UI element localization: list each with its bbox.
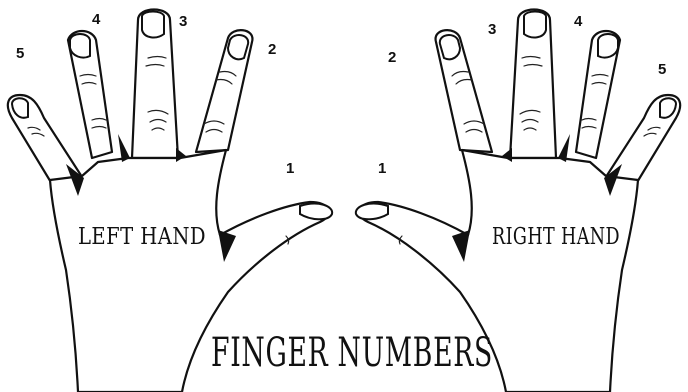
right-ring-number: 4	[574, 13, 583, 30]
right-pinky-number: 5	[658, 61, 666, 78]
right-index-number: 2	[388, 49, 396, 66]
diagram-title: FINGER NUMBERS	[211, 330, 493, 376]
left-middle-number: 3	[179, 13, 187, 30]
left-hand-label: LEFT HAND	[78, 224, 206, 250]
right-middle-number: 3	[488, 21, 496, 38]
left-pinky-number: 5	[16, 45, 24, 62]
right-hand-label: RIGHT HAND	[492, 224, 620, 250]
right-thumb-number: 1	[378, 160, 386, 177]
left-ring-number: 4	[92, 11, 101, 28]
left-thumb-number: 1	[286, 160, 294, 177]
left-index-number: 2	[268, 41, 276, 58]
